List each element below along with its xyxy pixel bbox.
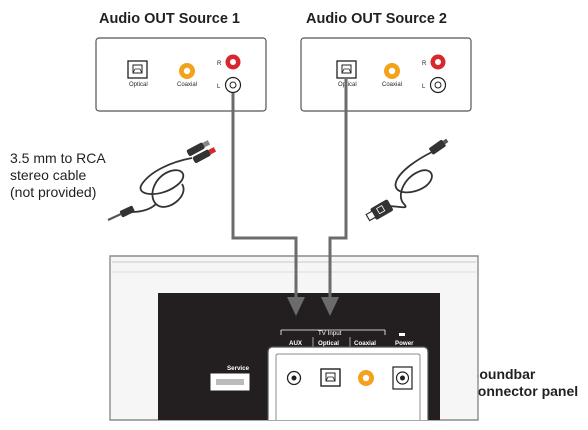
- cable-label: 3.5 mm to RCA stereo cable (not provided…: [10, 150, 106, 201]
- aux-arrow-icon: [287, 297, 305, 316]
- soundbar-coaxial-label: Coaxial: [354, 340, 376, 347]
- source2-l-label: L: [422, 84, 426, 90]
- aux-jack-icon: [286, 370, 302, 386]
- source2-to-optical-line: [328, 79, 348, 298]
- source1-rca-right-icon: [225, 54, 241, 70]
- soundbar-coax-port-icon: [358, 370, 374, 386]
- source2-device: Optical Coaxial R L: [300, 37, 472, 112]
- source1-title: Audio OUT Source 1: [99, 11, 240, 27]
- cable-label-line-2: stereo cable: [10, 167, 87, 183]
- service-usb-port-icon: [210, 373, 250, 391]
- source2-r-label: R: [422, 61, 427, 67]
- soundbar-panel-label: Soundbar connector panel: [470, 366, 578, 400]
- power-label: Power: [395, 340, 414, 347]
- source2-rca-right-icon: [430, 54, 446, 70]
- source1-rca-left-icon: [224, 76, 242, 94]
- connection-arrows: [287, 297, 339, 316]
- source1-coaxial-label: Coaxial: [177, 82, 197, 88]
- source2-rca-left-icon: [429, 76, 447, 94]
- cable-label-line-3: (not provided): [10, 184, 97, 200]
- source1-optical-label: Optical: [129, 82, 148, 88]
- source2-optical-port-icon: [336, 60, 357, 79]
- source1-coax-port-icon: [179, 63, 195, 79]
- optical-arrow-icon: [321, 297, 339, 316]
- tv-input-label: TV Input: [318, 330, 342, 337]
- service-label: Service: [227, 365, 250, 372]
- connection-lines: [231, 79, 348, 298]
- soundbar-optical-port-icon: [320, 368, 341, 387]
- source1-r-label: R: [217, 61, 222, 67]
- soundbar-label-line-2: connector panel: [470, 383, 579, 399]
- soundbar-label-line-1: Soundbar: [470, 366, 536, 382]
- power-port-icon: [392, 366, 413, 390]
- tv-input-header: TV Input AUX Optical Coaxial Power: [280, 329, 414, 348]
- source2-coaxial-label: Coaxial: [382, 82, 402, 88]
- source2-title: Audio OUT Source 2: [306, 11, 447, 27]
- rca-stereo-cable-icon: [107, 140, 217, 221]
- aux-label: AUX: [289, 340, 303, 347]
- source2-coax-port-icon: [384, 63, 400, 79]
- source1-l-label: L: [217, 84, 221, 90]
- cable-label-line-1: 3.5 mm to RCA: [10, 150, 106, 166]
- soundbar-optical-label: Optical: [318, 340, 339, 347]
- optical-cable-icon: [365, 138, 449, 222]
- source1-optical-port-icon: [127, 60, 148, 79]
- connector-panel: [267, 346, 429, 420]
- source1-to-aux-line: [231, 93, 298, 298]
- source1-device: Optical Coaxial R L: [95, 37, 267, 112]
